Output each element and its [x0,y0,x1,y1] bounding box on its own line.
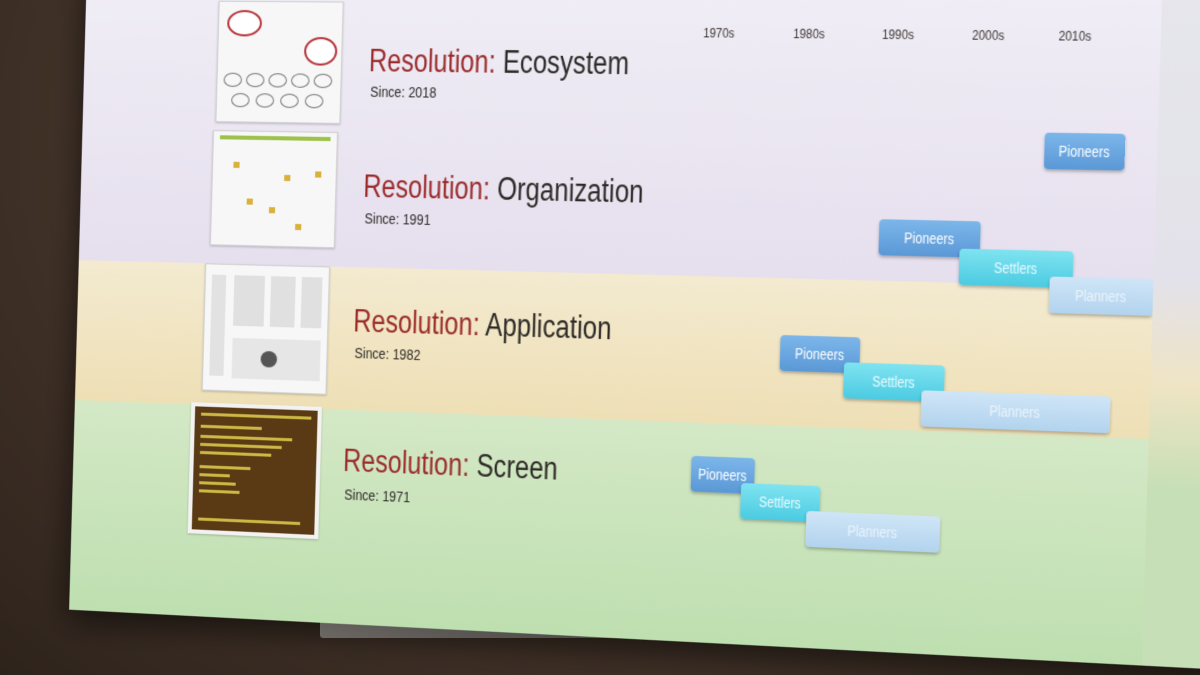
phase-planners-screen: Planners [805,510,941,553]
slide-main: 1970s 1980s 1990s 2000s 2010s Resolution [69,0,1163,666]
row-prefix: Resolution: [352,302,481,343]
row-title-ecosystem: Resolution: Ecosystem [369,43,630,83]
decade-label: 2000s [971,26,1005,44]
screen-terminal-thumbnail [187,402,322,540]
decade-label: 1990s [881,26,915,43]
row-prefix: Resolution: [362,168,491,207]
row-level: Organization [496,170,645,210]
row-title-organization: Resolution: Organization [363,168,644,211]
projection-screen: 1970s 1980s 1990s 2000s 2010s Resolution [69,0,1200,675]
phase-pioneers-ecosystem: Pioneers [1043,132,1126,171]
ecosystem-thumbnail [215,0,344,124]
row-since-screen: Since: 1971 [344,486,411,507]
decade-label: 1980s [793,25,825,42]
decade-label: 2010s [1058,27,1092,44]
row-level: Ecosystem [502,43,630,82]
row-level: Application [484,306,613,347]
row-since-ecosystem: Since: 2018 [369,83,437,102]
organization-thumbnail [209,130,338,249]
row-since-application: Since: 1982 [354,344,421,365]
row-level: Screen [476,447,559,487]
row-prefix: Resolution: [368,42,497,80]
phase-planners-application: Planners [920,390,1111,434]
row-prefix: Resolution: [342,442,470,484]
row-since-organization: Since: 1991 [364,210,431,230]
application-thumbnail [201,263,331,395]
phase-planners-organization: Planners [1048,276,1154,316]
decade-label: 1970s [703,24,735,41]
